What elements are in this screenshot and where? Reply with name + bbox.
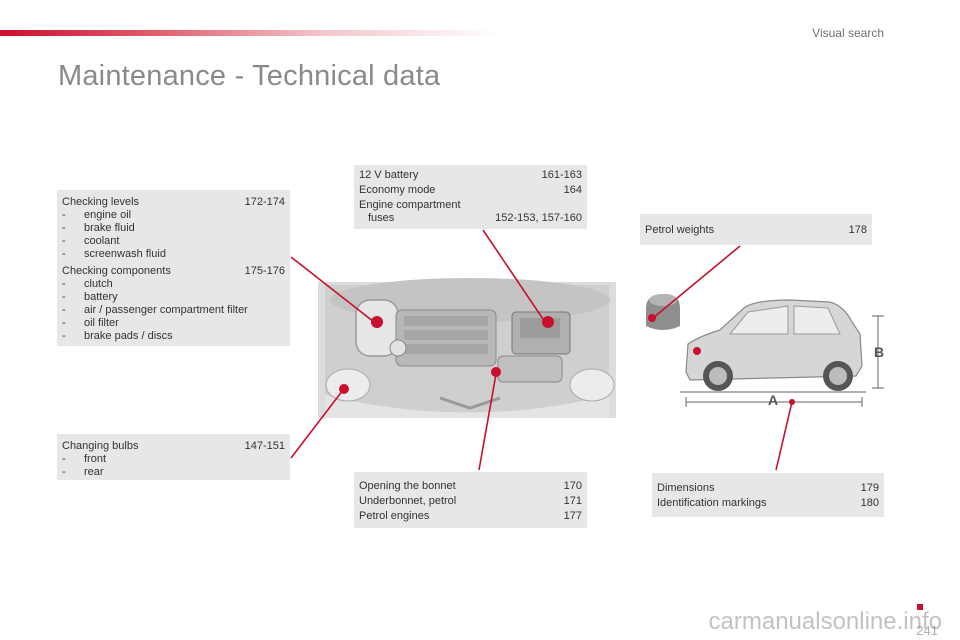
leader-endpoints — [340, 315, 795, 405]
dimensions-row[interactable]: Dimensions 179 — [657, 482, 879, 494]
economy-mode-row[interactable]: Economy mode 164 — [359, 184, 582, 196]
petrol-engines-row[interactable]: Petrol engines 177 — [359, 510, 582, 522]
list-item: engine oil — [62, 209, 285, 222]
dimensions-box[interactable]: Dimensions 179 Identification markings 1… — [652, 473, 884, 517]
checking-components-row[interactable]: Checking components 175-176 — [62, 265, 285, 277]
list-item: brake pads / discs — [62, 330, 285, 343]
fuses-row[interactable]: fuses 152-153, 157-160 — [368, 212, 582, 224]
weights-row[interactable]: Petrol weights 178 — [645, 224, 867, 236]
engine-bay-illustration — [318, 278, 616, 418]
list-item: air / passenger compartment filter — [62, 304, 285, 317]
car-side-illustration — [680, 299, 884, 407]
watermark: carmanualsonline.info — [708, 608, 942, 635]
bulbs-row[interactable]: Changing bulbs 147-151 — [62, 440, 285, 452]
checking-box[interactable]: Checking levels 172-174 engine oil brake… — [57, 190, 290, 346]
bulbs-box[interactable]: Changing bulbs 147-151 front rear — [57, 434, 290, 480]
weights-box[interactable]: Petrol weights 178 — [640, 214, 872, 245]
visual-search-link[interactable]: Visual search — [812, 26, 884, 40]
opening-bonnet-row[interactable]: Opening the bonnet 170 — [359, 480, 582, 492]
list-item: oil filter — [62, 317, 285, 330]
battery-box[interactable]: 12 V battery 161-163 Economy mode 164 En… — [354, 165, 587, 229]
leader-lines — [290, 229, 793, 471]
bonnet-box[interactable]: Opening the bonnet 170 Underbonnet, petr… — [354, 472, 587, 528]
list-item: rear — [62, 466, 285, 479]
checking-levels-row[interactable]: Checking levels 172-174 — [62, 196, 285, 208]
fuses-label-line-1: Engine compartment — [359, 199, 461, 211]
header-accent-bar — [0, 30, 500, 36]
battery-row[interactable]: 12 V battery 161-163 — [359, 169, 582, 181]
list-item: screenwash fluid — [62, 248, 285, 261]
list-item: brake fluid — [62, 222, 285, 235]
underbonnet-row[interactable]: Underbonnet, petrol 171 — [359, 495, 582, 507]
page-title: Maintenance - Technical data — [58, 60, 441, 92]
footer-marker — [917, 604, 923, 610]
dimension-label-b: B — [874, 344, 885, 360]
list-item: front — [62, 453, 285, 466]
list-item: coolant — [62, 235, 285, 248]
identification-row[interactable]: Identification markings 180 — [657, 497, 879, 509]
list-item: battery — [62, 291, 285, 304]
page-number: 241 — [916, 623, 938, 638]
list-item: clutch — [62, 278, 285, 291]
dimension-label-a: A — [768, 392, 779, 408]
